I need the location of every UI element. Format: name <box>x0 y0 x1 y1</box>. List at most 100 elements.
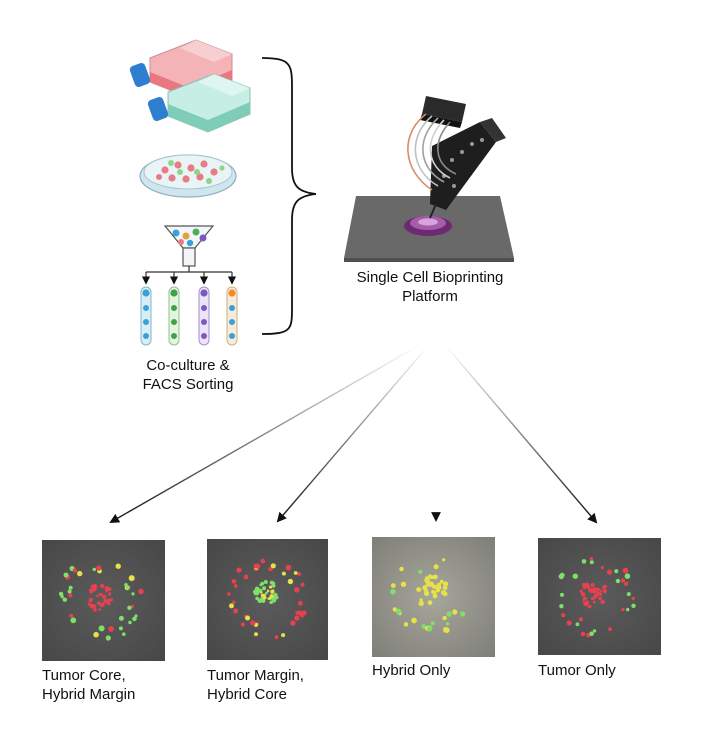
arrow-to-panel-4 <box>445 345 598 524</box>
cell-dot <box>608 627 612 632</box>
cell-dot <box>253 592 257 596</box>
cell-dot <box>99 603 104 608</box>
cell-dot <box>290 620 296 626</box>
cell-dot <box>626 607 630 612</box>
culture-flask-icon <box>129 39 251 133</box>
cell-dot <box>300 582 305 587</box>
cell-dot <box>92 567 97 572</box>
arrow-to-panel-2 <box>276 345 429 523</box>
platform-label-line1: Single Cell Bioprinting <box>356 269 504 286</box>
cell-dot <box>587 604 592 609</box>
cell-dot <box>596 587 600 592</box>
micrograph-panel-2 <box>207 539 328 660</box>
cell-dot <box>105 599 110 604</box>
cell-dot <box>584 600 590 605</box>
cell-dot <box>442 585 448 591</box>
cell-dot <box>416 587 421 592</box>
cell-dot <box>268 596 272 600</box>
cell-dot <box>418 569 423 575</box>
cell-dot <box>614 569 619 574</box>
cell-dot <box>253 563 259 569</box>
cell-dot <box>227 592 231 596</box>
cell-dot <box>77 570 83 577</box>
cell-dot <box>582 582 586 587</box>
cell-dot <box>274 635 279 640</box>
cell-dot <box>442 615 447 621</box>
cell-dot <box>297 572 302 576</box>
cell-dot <box>90 605 94 609</box>
panel-2-caption: Tumor Margin, Hybrid Core <box>207 666 357 704</box>
cell-dot <box>254 632 258 637</box>
cell-dot <box>589 560 594 565</box>
cell-dot <box>392 607 398 612</box>
cell-dot <box>262 595 267 600</box>
cell-dot <box>580 592 586 597</box>
cell-dot <box>460 611 466 617</box>
cell-dot <box>615 578 621 584</box>
cell-dot <box>262 586 266 591</box>
cell-dot <box>97 601 101 605</box>
cell-dot <box>589 631 594 637</box>
cell-dot <box>581 559 587 564</box>
cell-dot <box>622 567 629 574</box>
cell-dot <box>590 597 595 601</box>
cell-dot <box>559 604 564 609</box>
cell-dot <box>585 582 589 586</box>
cell-dot <box>126 585 130 590</box>
cell-dot <box>442 581 449 587</box>
cell-dot <box>232 600 236 604</box>
cell-dot <box>436 585 442 590</box>
cell-dot <box>427 600 433 606</box>
arrow-to-panel-1 <box>109 345 419 523</box>
cell-dot <box>68 593 73 598</box>
cell-dot <box>266 589 270 593</box>
panel-1-caption-line2: Hybrid Margin <box>42 686 136 703</box>
cell-dot <box>93 631 99 638</box>
cell-dot <box>67 589 72 594</box>
cell-dot <box>428 574 433 579</box>
cell-dot <box>236 567 242 573</box>
cell-dot <box>589 589 594 594</box>
cell-dot <box>69 613 74 618</box>
cell-dot <box>600 599 605 604</box>
cell-dot <box>70 617 77 624</box>
cell-dot <box>390 583 396 588</box>
cell-dot <box>102 594 107 599</box>
micrograph-panel-4 <box>538 538 661 655</box>
petri-dish-icon <box>139 154 237 198</box>
cell-dot <box>566 620 572 626</box>
cell-dot <box>72 568 78 573</box>
cell-dot <box>621 607 625 612</box>
cell-dot <box>432 574 438 580</box>
cell-dot <box>260 558 266 564</box>
cell-dot <box>590 583 595 588</box>
cell-dot <box>93 608 97 612</box>
cell-dot <box>268 566 273 572</box>
cell-dot <box>432 593 438 599</box>
test-tube-icon <box>140 286 238 346</box>
cell-dot <box>428 581 434 587</box>
cell-dot <box>606 569 613 575</box>
cell-dot <box>105 635 111 641</box>
sorting-label: Co-culture & FACS Sorting <box>128 356 248 394</box>
cell-dot <box>233 584 238 588</box>
cell-dot <box>270 589 275 594</box>
cell-dot <box>620 578 626 583</box>
cell-dot <box>281 571 286 576</box>
cell-dot <box>411 617 417 624</box>
cell-dot <box>631 603 636 608</box>
cell-dot <box>589 557 594 561</box>
cell-dot <box>626 592 631 597</box>
cell-dot <box>598 596 602 601</box>
cell-dot <box>281 633 286 638</box>
cell-dot <box>98 625 105 632</box>
cell-dot <box>572 573 578 579</box>
cell-dot <box>582 585 587 590</box>
cell-dot <box>560 592 564 597</box>
cell-dot <box>403 622 409 627</box>
cell-dot <box>300 613 305 618</box>
cell-dot <box>270 563 276 569</box>
panel-1-caption-line1: Tumor Core, <box>42 667 126 684</box>
cell-dot <box>96 565 102 571</box>
cell-dot <box>295 611 299 615</box>
